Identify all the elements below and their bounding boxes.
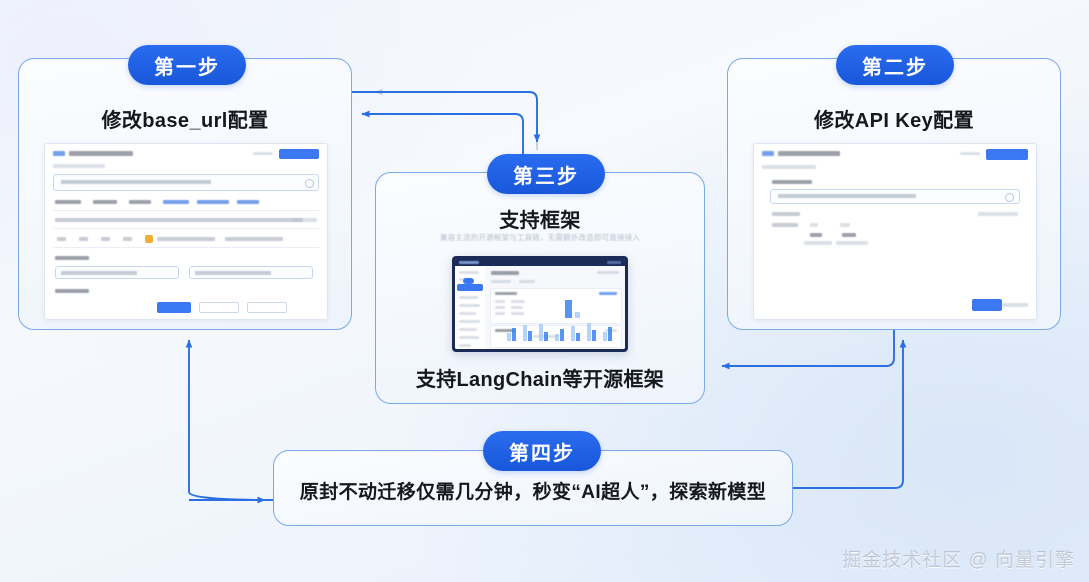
step-3-subtitle: 兼容主流的开源框架与工具链，无需额外改造即可直接接入 bbox=[439, 233, 641, 242]
step-3-badge: 第三步 bbox=[487, 154, 605, 194]
step-2-screenshot bbox=[753, 143, 1037, 320]
step-4-badge: 第四步 bbox=[483, 431, 601, 471]
watermark: 掘金技术社区 @ 向量引擎 bbox=[842, 550, 1075, 571]
step-1-badge: 第一步 bbox=[128, 45, 246, 85]
dashboard-content bbox=[463, 266, 625, 349]
arrow-step4-to-step1-up bbox=[185, 339, 274, 501]
dashboard-chart-card-top bbox=[490, 288, 622, 324]
dashboard-topbar bbox=[455, 259, 625, 266]
step-4-card bbox=[273, 450, 793, 526]
step-2-title: 修改API Key配置 bbox=[814, 110, 974, 132]
arrow-step1-to-step3-down bbox=[352, 91, 541, 143]
arrow-step4-to-step2-up bbox=[793, 339, 907, 489]
step-3-caption: 支持LangChain等开源框架 bbox=[415, 369, 665, 391]
dashboard-chart-card-bottom bbox=[490, 323, 622, 348]
step-1-title: 修改base_url配置 bbox=[101, 110, 269, 132]
step-1-screenshot bbox=[44, 143, 328, 320]
arrow-step3-to-step1-gray bbox=[374, 88, 538, 150]
step-3-dashboard-screenshot bbox=[452, 256, 628, 352]
step-2-badge: 第二步 bbox=[836, 45, 954, 85]
dashboard-inner bbox=[455, 259, 625, 349]
step-4-title: 原封不动迁移仅需几分钟，秒变“AI超人”，探索新模型 bbox=[299, 482, 767, 503]
step-3-title: 支持框架 bbox=[499, 210, 581, 232]
arrow-step2-to-step3 bbox=[721, 330, 895, 370]
